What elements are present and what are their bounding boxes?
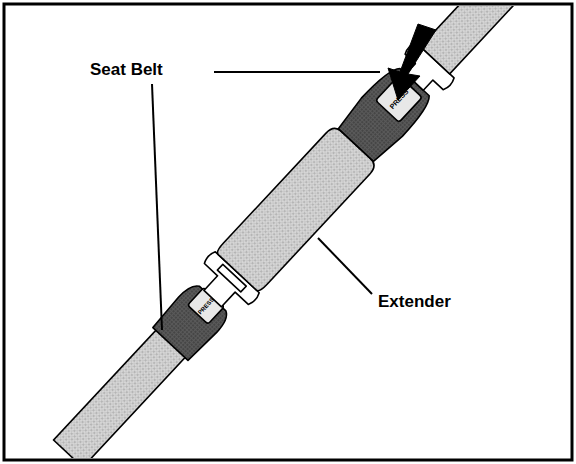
button-marking: PRESS [388, 88, 409, 110]
frame-border [4, 4, 572, 460]
part-label: Extender [378, 293, 451, 310]
extender-webbing [215, 125, 378, 293]
upper-belt-webbing [420, 6, 570, 74]
part-label: Seat Belt [90, 61, 163, 78]
leader-line [214, 71, 380, 73]
leader-line [318, 238, 372, 294]
leader-line [152, 84, 162, 330]
press-arrow [388, 24, 436, 100]
button-marking: PRESS [197, 296, 215, 315]
